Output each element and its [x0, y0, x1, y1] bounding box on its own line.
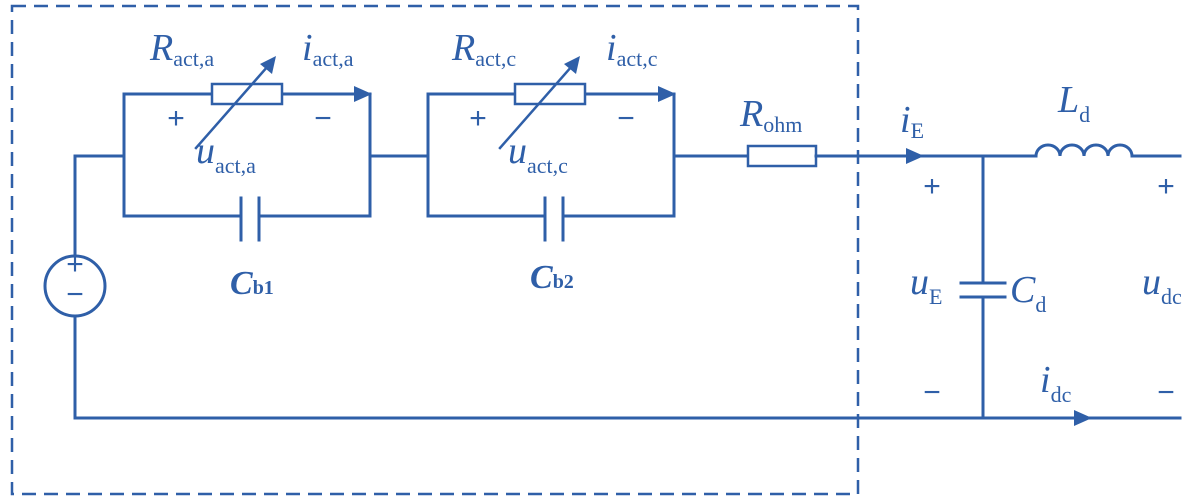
label-c-b2: Cb2 — [530, 259, 574, 296]
label-i-e: iE — [900, 99, 924, 143]
current-arrow-ie — [906, 148, 924, 164]
label-u-act-c: uact,c — [508, 130, 568, 178]
rc-block-c — [426, 56, 676, 242]
voltage-source: + − — [43, 248, 107, 318]
minus-sign-ue: − — [923, 376, 941, 409]
label-r-ohm: Rohm — [739, 93, 802, 137]
label-i-dc: idc — [1040, 359, 1072, 407]
label-c-d: Cd — [1010, 269, 1046, 317]
resistor-r-act-c — [513, 82, 587, 106]
label-u-e: uE — [910, 261, 942, 309]
minus-sign-c: − — [617, 102, 635, 135]
minus-sign-a: − — [314, 102, 332, 135]
rc-block-a — [122, 56, 372, 242]
variable-arrow-c — [564, 56, 580, 74]
current-arrow-a — [354, 86, 372, 102]
label-c-b1: Cb1 — [230, 265, 274, 302]
plus-sign-c: + — [469, 102, 487, 135]
label-i-act-a: iact,a — [302, 27, 354, 71]
source-plus-sign: + — [66, 248, 84, 281]
resistor-r-ohm — [746, 144, 818, 168]
label-r-act-c: Ract,c — [451, 27, 516, 71]
minus-sign-udc: − — [1157, 376, 1175, 409]
label-u-act-a: uact,a — [196, 130, 256, 178]
plus-sign-ue: + — [923, 170, 941, 203]
dashed-boundary — [10, 4, 860, 496]
label-l-d: Ld — [1057, 79, 1090, 127]
label-u-dc: udc — [1142, 261, 1182, 309]
current-arrow-idc — [1074, 410, 1092, 426]
resistor-r-act-a — [210, 82, 284, 106]
current-arrow-c — [658, 86, 676, 102]
plus-sign-a: + — [167, 102, 185, 135]
source-minus-sign: − — [66, 278, 84, 311]
inductor-l-d — [1034, 143, 1134, 158]
variable-arrow-a — [260, 56, 276, 74]
label-i-act-c: iact,c — [606, 27, 658, 71]
label-r-act-a: Ract,a — [149, 27, 214, 71]
plus-sign-udc: + — [1157, 170, 1175, 203]
